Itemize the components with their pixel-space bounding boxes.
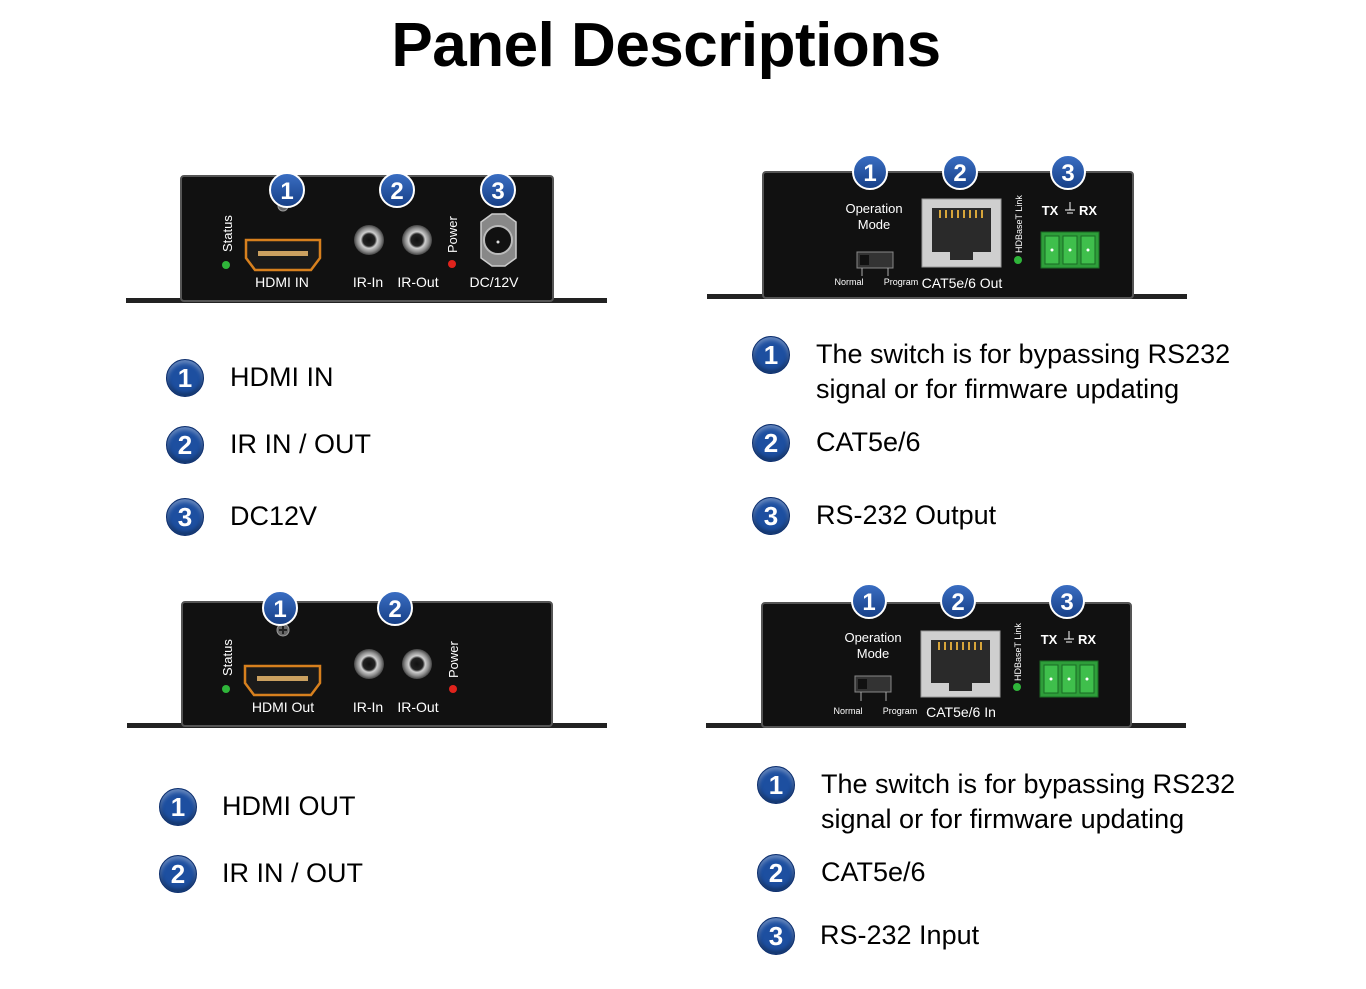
svg-text:3: 3 — [1060, 589, 1073, 616]
operation-label: Operation — [844, 630, 901, 645]
tx-front-badge-3: 3 — [480, 172, 516, 208]
rx-rear-badge-3: 3 — [1049, 583, 1085, 619]
status-led — [222, 261, 230, 269]
legend-text: IR IN / OUT — [230, 429, 371, 459]
legend-text: signal or for firmware updating — [816, 374, 1180, 404]
legend-text: RS-232 Input — [820, 920, 980, 950]
ground-icon — [1064, 631, 1074, 643]
cat-label: CAT5e/6 In — [926, 704, 996, 720]
number-badge: 2 — [159, 855, 197, 893]
rx-front-badge-2: 2 — [377, 590, 413, 626]
rx-rear-panel: Operation Mode Normal Program CAT5e/6 In… — [706, 583, 1186, 728]
number-badge: 2 — [757, 854, 795, 892]
number-badge: 1 — [752, 336, 790, 374]
program-label: Program — [884, 277, 919, 287]
svg-text:1: 1 — [273, 596, 286, 623]
ir-in-jack-icon — [354, 225, 384, 255]
legend-text: The switch is for bypassing RS232 — [821, 769, 1236, 799]
tx-rear-panel: Operation Mode Normal Program CAT5e/6 Ou… — [707, 154, 1187, 299]
tx-rear-badge-3: 3 — [1050, 154, 1086, 190]
status-led — [222, 685, 230, 693]
tx-rear-badge-2: 2 — [942, 154, 978, 190]
ir-in-label: IR-In — [353, 274, 383, 290]
tx-front-badge-1: 1 — [269, 172, 305, 208]
ir-in-label: IR-In — [353, 699, 383, 715]
tx-label: TX — [1041, 632, 1058, 647]
status-label: Status — [220, 639, 235, 676]
link-label: HDBaseT Link — [1014, 195, 1024, 253]
svg-text:1: 1 — [862, 589, 875, 616]
legend-text: IR IN / OUT — [222, 858, 363, 888]
tx-front-badge-2: 2 — [379, 172, 415, 208]
legend-text: RS-232 Output — [816, 500, 997, 530]
switch-knob — [858, 679, 867, 689]
legend-text: CAT5e/6 — [816, 427, 921, 457]
number-badge: 1 — [159, 788, 197, 826]
dc-label: DC/12V — [469, 274, 519, 290]
number-badge: 3 — [757, 917, 795, 955]
rx-front-panel: Status HDMI Out IR-In IR-Out Power 1 2 — [127, 590, 607, 728]
legend-text: CAT5e/6 — [821, 857, 926, 887]
dc-jack-pin — [496, 240, 500, 244]
svg-text:3: 3 — [491, 178, 504, 205]
hdmi-pins — [257, 676, 308, 681]
ir-in-jack-icon — [354, 649, 384, 679]
svg-text:1: 1 — [863, 160, 876, 187]
normal-label: Normal — [834, 277, 863, 287]
page-title: Panel Descriptions — [391, 11, 941, 80]
ground-icon — [1065, 202, 1075, 214]
tx-label: TX — [1042, 203, 1059, 218]
link-led — [1014, 256, 1022, 264]
power-label: Power — [445, 215, 460, 253]
link-led — [1013, 683, 1021, 691]
status-label: Status — [220, 215, 235, 252]
rx-label: RX — [1078, 632, 1096, 647]
normal-label: Normal — [833, 706, 862, 716]
svg-text:2: 2 — [953, 160, 966, 187]
tx-front-panel: Status HDMI IN IR-In IR-Out Power DC/12V… — [126, 172, 607, 303]
svg-text:2: 2 — [951, 589, 964, 616]
number-badge: 2 — [752, 424, 790, 462]
number-badge: 1 — [166, 359, 204, 397]
ir-out-label: IR-Out — [397, 274, 438, 290]
dc-jack-hole — [483, 225, 513, 255]
number-badge: 3 — [166, 498, 204, 536]
legend-text: HDMI IN — [230, 362, 334, 392]
cat-label: CAT5e/6 Out — [922, 275, 1003, 291]
link-label: HDBaseT Link — [1013, 623, 1023, 681]
mode-label: Mode — [858, 217, 891, 232]
hdmi-pins — [258, 251, 308, 256]
svg-text:1: 1 — [280, 178, 293, 205]
svg-text:2: 2 — [388, 596, 401, 623]
legend-text: signal or for firmware updating — [821, 804, 1185, 834]
number-badge: 2 — [166, 426, 204, 464]
rx-front-badge-1: 1 — [262, 590, 298, 626]
rj45-latch — [950, 252, 973, 260]
rx-label: RX — [1079, 203, 1097, 218]
operation-label: Operation — [845, 201, 902, 216]
ir-out-label: IR-Out — [397, 699, 438, 715]
rj45-latch — [949, 683, 972, 691]
ir-out-jack-icon — [402, 225, 432, 255]
rx-rear-badge-1: 1 — [851, 583, 887, 619]
legend-text: DC12V — [230, 501, 318, 531]
number-badge: 1 — [757, 766, 795, 804]
legend-text: HDMI OUT — [222, 791, 356, 821]
svg-text:2: 2 — [390, 178, 403, 205]
svg-text:3: 3 — [1061, 160, 1074, 187]
tx-rear-badge-1: 1 — [852, 154, 888, 190]
power-label: Power — [446, 640, 461, 678]
hdmi-label: HDMI IN — [255, 274, 309, 290]
hdmi-label: HDMI Out — [252, 699, 314, 715]
number-badge: 3 — [752, 497, 790, 535]
rx-rear-badge-2: 2 — [940, 583, 976, 619]
power-led — [448, 260, 456, 268]
legend-text: The switch is for bypassing RS232 — [816, 339, 1231, 369]
ir-out-jack-icon — [402, 649, 432, 679]
power-led — [449, 685, 457, 693]
mode-label: Mode — [857, 646, 890, 661]
program-label: Program — [883, 706, 918, 716]
switch-knob — [860, 255, 869, 265]
